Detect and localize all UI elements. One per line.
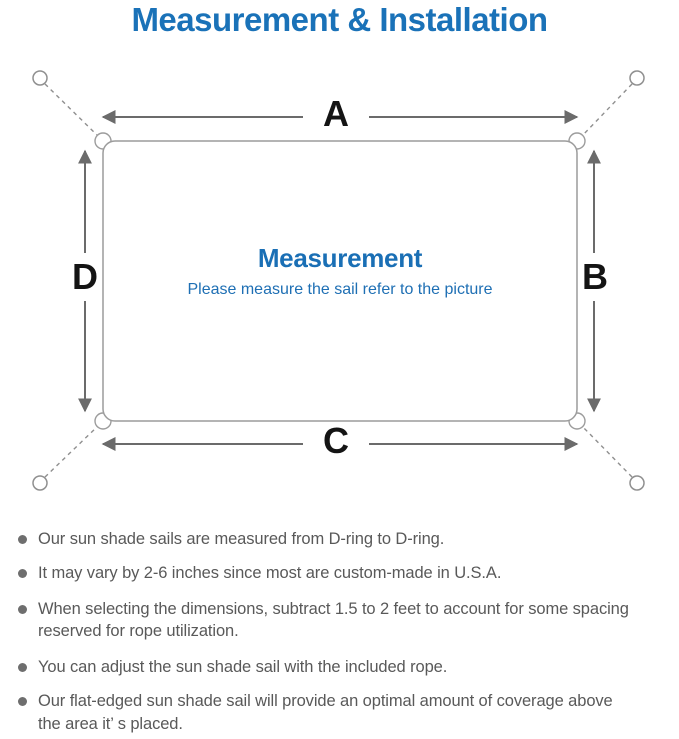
- rope-line-top-right: [580, 83, 633, 138]
- anchor-point-icon-bottom-right: [629, 475, 645, 491]
- dimension-label-d: D: [72, 256, 98, 297]
- list-item-text: Our flat-edged sun shade sail will provi…: [38, 691, 613, 733]
- list-item-text: You can adjust the sun shade sail with t…: [38, 658, 448, 677]
- dimension-label-c: C: [323, 420, 349, 461]
- anchor-point-icon-top-right: [629, 70, 645, 86]
- measurement-heading: Measurement: [257, 243, 423, 273]
- anchor-point-icons: [32, 70, 645, 491]
- rope-line-top-left: [44, 83, 100, 138]
- sail-center-text: Measurement Please measure the sail refe…: [103, 243, 577, 299]
- list-item: You can adjust the sun shade sail with t…: [18, 656, 670, 679]
- list-item: When selecting the dimensions, subtract …: [18, 598, 670, 644]
- list-item-text: It may vary by 2-6 inches since most are…: [38, 563, 502, 582]
- list-item: Our sun shade sails are measured from D-…: [18, 528, 670, 551]
- dimension-arrows: [78, 110, 601, 451]
- sail-outline: [102, 140, 578, 422]
- rope-line-bottom-right: [580, 424, 633, 478]
- bullet-icon: [18, 568, 27, 578]
- anchor-point-icon-bottom-left: [32, 475, 48, 491]
- anchor-point-icon-top-left: [32, 70, 48, 86]
- list-item: Our flat-edged sun shade sail will provi…: [18, 690, 670, 736]
- bullet-icon: [18, 604, 27, 614]
- list-item-text: When selecting the dimensions, subtract …: [38, 599, 629, 641]
- measurement-subtitle: Please measure the sail refer to the pic…: [187, 281, 493, 298]
- bullet-icon: [18, 696, 27, 706]
- dimension-label-a: A: [323, 93, 349, 134]
- page-title: Measurement & Installation: [131, 1, 548, 38]
- rope-line-bottom-left: [44, 424, 100, 478]
- list-item-text: Our sun shade sails are measured from D-…: [38, 530, 445, 548]
- dimension-label-b: B: [582, 256, 608, 297]
- bullet-icon: [18, 663, 27, 673]
- instructions-list: Our sun shade sails are measured from D-…: [18, 528, 670, 739]
- list-item: It may vary by 2-6 inches since most are…: [18, 562, 670, 585]
- bullet-icon: [18, 535, 27, 544]
